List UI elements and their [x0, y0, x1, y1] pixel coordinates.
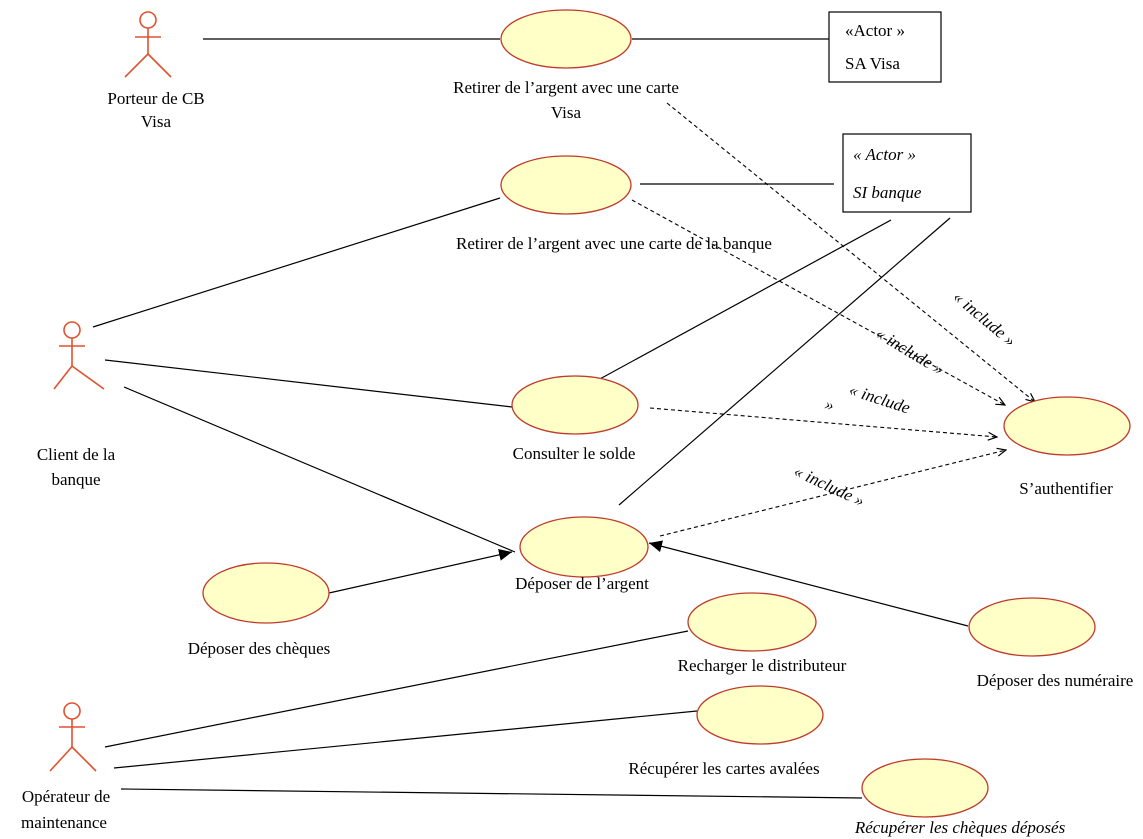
assoc-si-banque-consulter — [597, 219, 892, 381]
use-case-deposer-argent-label: Déposer de l’argent — [515, 574, 649, 593]
actor-client-label-1: Client de la — [37, 445, 116, 464]
use-case-deposer-numeraire-label: Déposer des numéraire — [977, 671, 1134, 690]
use-case-retirer-banque: Retirer de l’argent avec une carte de la… — [456, 155, 772, 253]
use-case-retirer-banque-label: Retirer de l’argent avec une carte de la… — [456, 234, 772, 253]
include-label-d: « include » — [791, 461, 867, 510]
use-case-retirer-visa-label-2: Visa — [551, 103, 582, 122]
generalization-cheques-deposer — [328, 548, 513, 594]
include-deposer-authentifier — [659, 450, 1006, 537]
use-case-deposer-cheques-label: Déposer des chèques — [188, 639, 331, 658]
actor-operateur-label-2: maintenance — [21, 813, 107, 832]
assoc-client-consulter — [104, 359, 513, 408]
include-retirer-visa-authentifier — [666, 102, 1035, 402]
use-case-consulter-solde-label: Consulter le solde — [513, 444, 636, 463]
actor-box-si-banque: « Actor » SI banque — [842, 133, 972, 213]
use-case-authentifier-label: S’authentifier — [1019, 479, 1113, 498]
use-case-recuperer-cartes-label: Récupérer les cartes avalées — [628, 759, 819, 778]
actor-operateur-label-1: Opérateur de — [22, 787, 110, 806]
use-case-recuperer-cheques-label: Récupérer les chèques déposés — [854, 818, 1066, 837]
actor-porteur-label-2: Visa — [141, 112, 172, 131]
include-retirer-banque-authentifier — [631, 199, 1005, 405]
actor-box-si-banque-name: SI banque — [853, 183, 922, 202]
use-case-recharger: Recharger le distributeur — [678, 592, 847, 675]
use-case-retirer-visa: Retirer de l’argent avec une carte Visa — [453, 9, 679, 122]
use-case-deposer-cheques: Déposer des chèques — [188, 562, 331, 658]
actor-box-sa-visa: «Actor » SA Visa — [828, 11, 942, 83]
use-case-retirer-visa-label-1: Retirer de l’argent avec une carte — [453, 78, 679, 97]
use-case-recharger-label: Recharger le distributeur — [678, 656, 847, 675]
actor-client-figure — [53, 321, 105, 390]
assoc-si-banque-deposer — [618, 217, 951, 506]
actor-box-sa-visa-name: SA Visa — [845, 54, 900, 73]
actor-operateur-figure — [49, 702, 97, 772]
include-label-c1: « include — [847, 380, 913, 418]
use-case-recuperer-cartes: Récupérer les cartes avalées — [628, 685, 824, 778]
assoc-client-retirer-banque — [92, 197, 501, 328]
actor-box-sa-visa-stereotype: «Actor » — [845, 21, 905, 40]
use-case-recuperer-cheques: Récupérer les chèques déposés — [854, 758, 1066, 837]
actor-box-si-banque-stereotype: « Actor » — [853, 145, 916, 164]
assoc-client-deposer — [123, 386, 516, 553]
use-case-deposer-numeraire: Déposer des numéraire — [968, 597, 1134, 690]
use-case-deposer-argent: Déposer de l’argent — [515, 516, 649, 593]
include-label-c2: » — [823, 394, 837, 415]
actor-porteur-label-1: Porteur de CB — [107, 89, 204, 108]
assoc-operateur-cartes — [113, 710, 698, 769]
use-case-consulter-solde: Consulter le solde — [511, 375, 639, 463]
assoc-operateur-recharger — [104, 630, 689, 748]
generalization-numeraire-deposer — [648, 540, 969, 627]
actor-porteur-figure — [124, 11, 172, 78]
assoc-operateur-cheques — [120, 788, 863, 799]
actor-client-label-2: banque — [51, 470, 100, 489]
use-case-authentifier: S’authentifier — [1003, 396, 1131, 498]
include-label-a: « include » — [949, 287, 1019, 350]
include-label-b: « include » — [873, 324, 948, 379]
include-consulter-authentifier — [649, 407, 997, 437]
